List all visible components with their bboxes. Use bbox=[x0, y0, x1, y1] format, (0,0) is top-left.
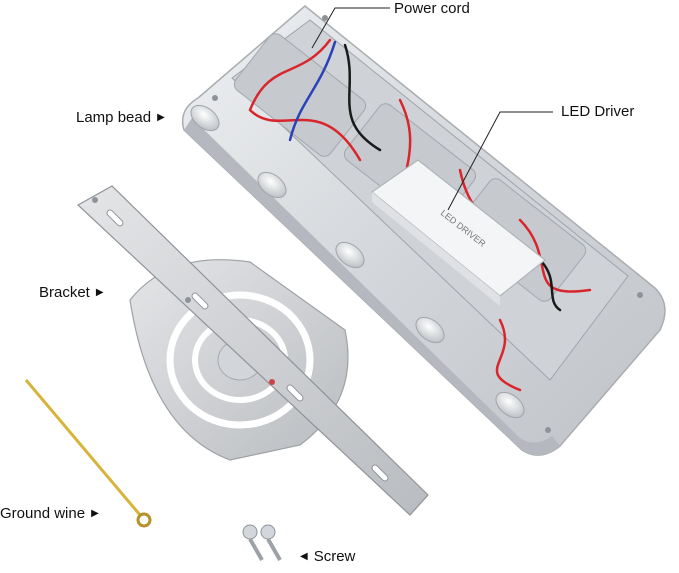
triangle-right-icon: ▶ bbox=[91, 508, 99, 519]
lamp-bead bbox=[495, 391, 525, 419]
triangle-right-icon: ▶ bbox=[157, 112, 165, 123]
label-lamp-bead: Lamp bead ▶ bbox=[76, 109, 165, 126]
lamp-bead bbox=[415, 316, 445, 344]
led-driver-box: LED DRIVER bbox=[371, 159, 546, 306]
label-power-cord: Power cord bbox=[394, 0, 470, 17]
label-screw: ◀ Screw bbox=[300, 548, 356, 565]
screws bbox=[242, 524, 282, 561]
leader-lines bbox=[311, 7, 553, 211]
bracket bbox=[76, 185, 429, 516]
lamp-bead bbox=[257, 171, 287, 199]
triangle-left-icon: ◀ bbox=[300, 551, 308, 562]
label-ground-wire: Ground wine ▶ bbox=[0, 505, 99, 522]
ground-wire bbox=[24, 379, 152, 528]
lamp-bead bbox=[335, 241, 365, 269]
lamp-bead bbox=[190, 104, 220, 132]
triangle-right-icon: ▶ bbox=[95, 287, 104, 298]
mounting-plate bbox=[129, 259, 349, 461]
label-led-driver: LED Driver bbox=[561, 103, 635, 120]
label-bracket: Bracket ▶ bbox=[39, 284, 104, 301]
